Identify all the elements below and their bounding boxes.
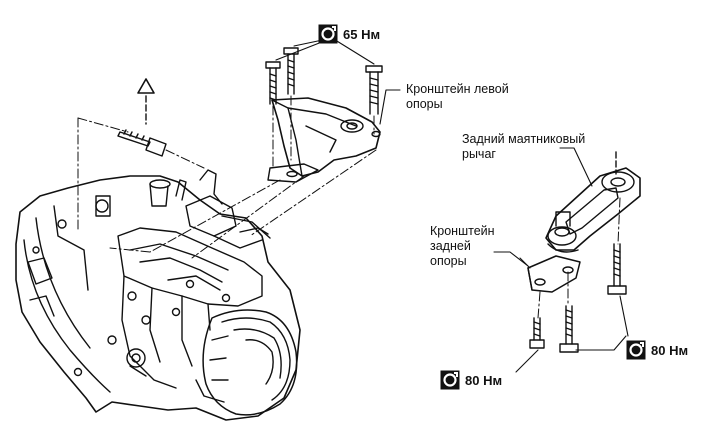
torque-callout-bottom: 80 Нм [440, 370, 502, 390]
torque-callout-right: 80 Нм [626, 340, 688, 360]
assembly-lines-left [77, 95, 377, 259]
left-bolt [117, 129, 167, 157]
left-mount-bracket [267, 97, 381, 183]
rear-mount-bolts [529, 243, 627, 353]
rear-mount-bracket [519, 255, 581, 293]
left-bracket-leader [379, 89, 401, 125]
warning-triangle-icon [137, 78, 155, 125]
top-mount-bolts [265, 47, 383, 115]
torque-bottom-value: 80 Нм [465, 372, 503, 388]
label-rear-bracket-line3: опоры [430, 254, 467, 268]
label-left-bracket-line1: Кронштейн левой [406, 82, 509, 96]
rear-bracket-leader [493, 251, 529, 267]
torque-wrench-icon [318, 24, 338, 44]
label-rear-bracket: Кронштейн задней опоры [430, 224, 495, 269]
torque-top-value: 65 Нм [343, 26, 381, 42]
rear-arm-leader [559, 147, 593, 187]
torque-callout-top: 65 Нм [318, 24, 380, 44]
transmission-housing [15, 169, 301, 421]
torque-bottom-leader [515, 349, 539, 373]
label-rear-arm-line2: рычаг [462, 147, 496, 161]
label-rear-arm: Задний маятниковый рычаг [462, 132, 585, 162]
label-left-bracket-line2: опоры [406, 97, 443, 111]
rear-torque-rod [545, 151, 641, 253]
torque-wrench-icon [440, 370, 460, 390]
label-left-bracket: Кронштейн левой опоры [406, 82, 509, 112]
label-rear-arm-line1: Задний маятниковый [462, 132, 586, 146]
assembly-lines-right [537, 197, 621, 319]
torque-wrench-icon [626, 340, 646, 360]
torque-right-value: 80 Нм [651, 342, 689, 358]
torque-right-leader [575, 295, 629, 351]
label-rear-bracket-line1: Кронштейн [430, 224, 495, 238]
label-rear-bracket-line2: задней [430, 239, 471, 253]
